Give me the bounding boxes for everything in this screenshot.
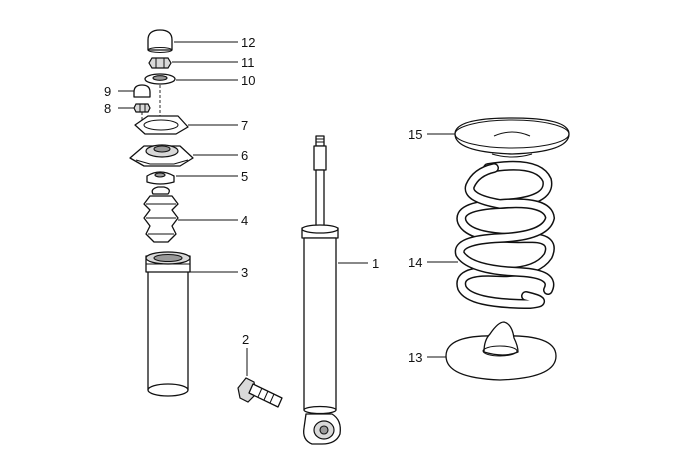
part-14-coil-spring (454, 160, 556, 310)
callout-8: 8 (104, 101, 111, 116)
part-2-hex-bolt (237, 377, 283, 408)
part-8-nut (133, 103, 151, 113)
callout-11: 11 (241, 55, 255, 70)
callout-12: 12 (241, 35, 255, 50)
callout-1: 1 (372, 256, 379, 271)
part-5-rebound-buffer (146, 171, 175, 185)
part-7-gasket (134, 115, 189, 135)
part-13-lower-spring-seat (445, 321, 557, 381)
part-11-nut (148, 57, 172, 69)
part-6-strut-mount (129, 144, 194, 167)
callout-leader-lines (118, 41, 458, 376)
part-15-upper-spring-seat (454, 117, 570, 158)
callout-14: 14 (408, 255, 422, 270)
callout-7: 7 (241, 118, 248, 133)
callout-4: 4 (241, 213, 248, 228)
part-10-washer (144, 73, 176, 85)
part-1-shock-absorber (301, 135, 341, 445)
callout-6: 6 (241, 148, 248, 163)
callout-2: 2 (242, 332, 249, 347)
callout-9: 9 (104, 84, 111, 99)
part-3-protective-tube (145, 251, 191, 397)
callout-15: 15 (408, 127, 422, 142)
callout-13: 13 (408, 350, 422, 365)
callout-3: 3 (241, 265, 248, 280)
part-4-bump-stop (143, 186, 179, 243)
callout-10: 10 (241, 73, 255, 88)
callout-5: 5 (241, 169, 248, 184)
part-9-cap (133, 84, 151, 98)
part-12-protective-cap (147, 29, 173, 53)
